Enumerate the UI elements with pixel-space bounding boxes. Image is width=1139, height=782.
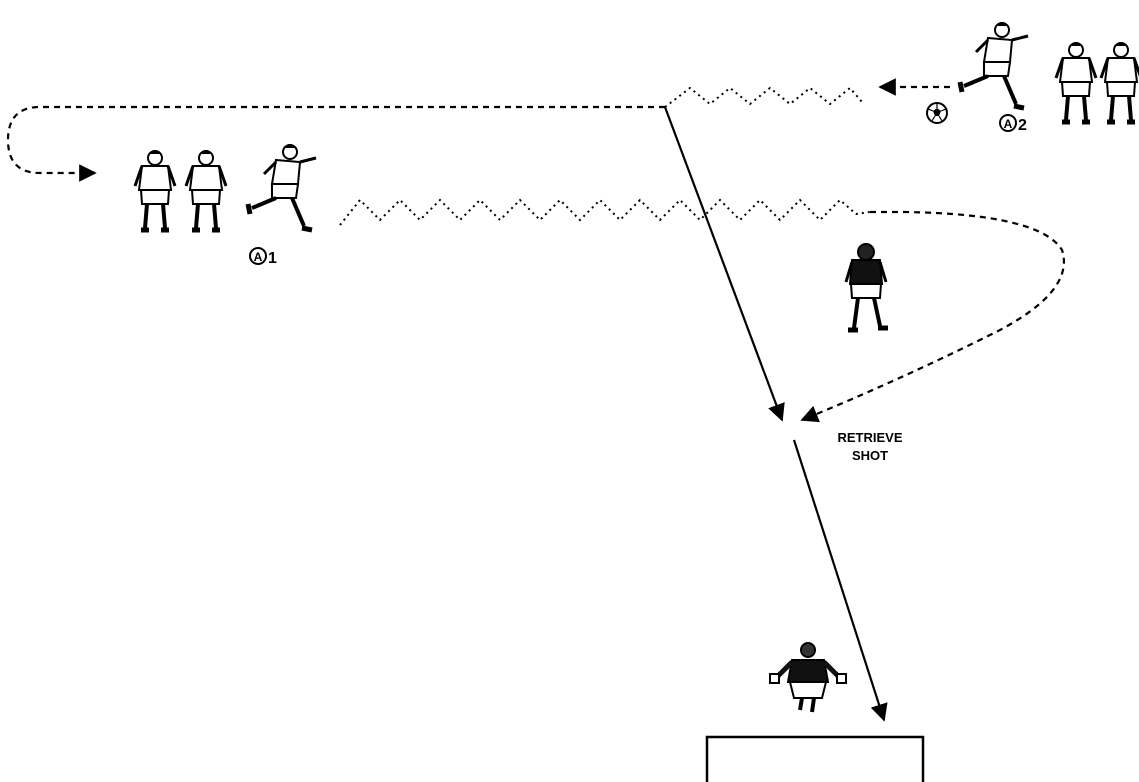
dribble-path-a2 [664,86,863,108]
player-a1-waiting-1 [135,150,175,230]
player-a2-waiting-1 [1056,42,1096,122]
player-a2-waiting-2 [1101,42,1139,122]
dribble-path-a1 [339,198,871,226]
defender-player [846,244,888,330]
label-a1-number: 1 [268,250,277,267]
label-a1-letter: A [254,250,263,264]
label-a2: A 2 [999,114,1027,134]
label-a1: A 1 [249,247,277,267]
player-a2-runner [960,22,1028,108]
run-line-to-retrieve [663,106,785,422]
retrieve-shot-label-line2: SHOT [852,448,888,463]
retrieve-shot-label-line1: RETRIEVE [837,430,902,445]
group-a1-players [135,144,316,230]
shot-line [792,439,888,722]
goal [705,735,925,782]
soccer-ball-icon [926,102,948,124]
player-a1-waiting-2 [186,150,226,230]
label-a2-letter: A [1004,117,1013,131]
run-path-left-loop [6,105,665,182]
goalkeeper-player [770,643,846,712]
group-a2-players [960,22,1139,122]
player-a1-runner [248,144,316,230]
label-a2-number: 2 [1018,117,1027,134]
run-path-defender-loop [800,210,1065,423]
